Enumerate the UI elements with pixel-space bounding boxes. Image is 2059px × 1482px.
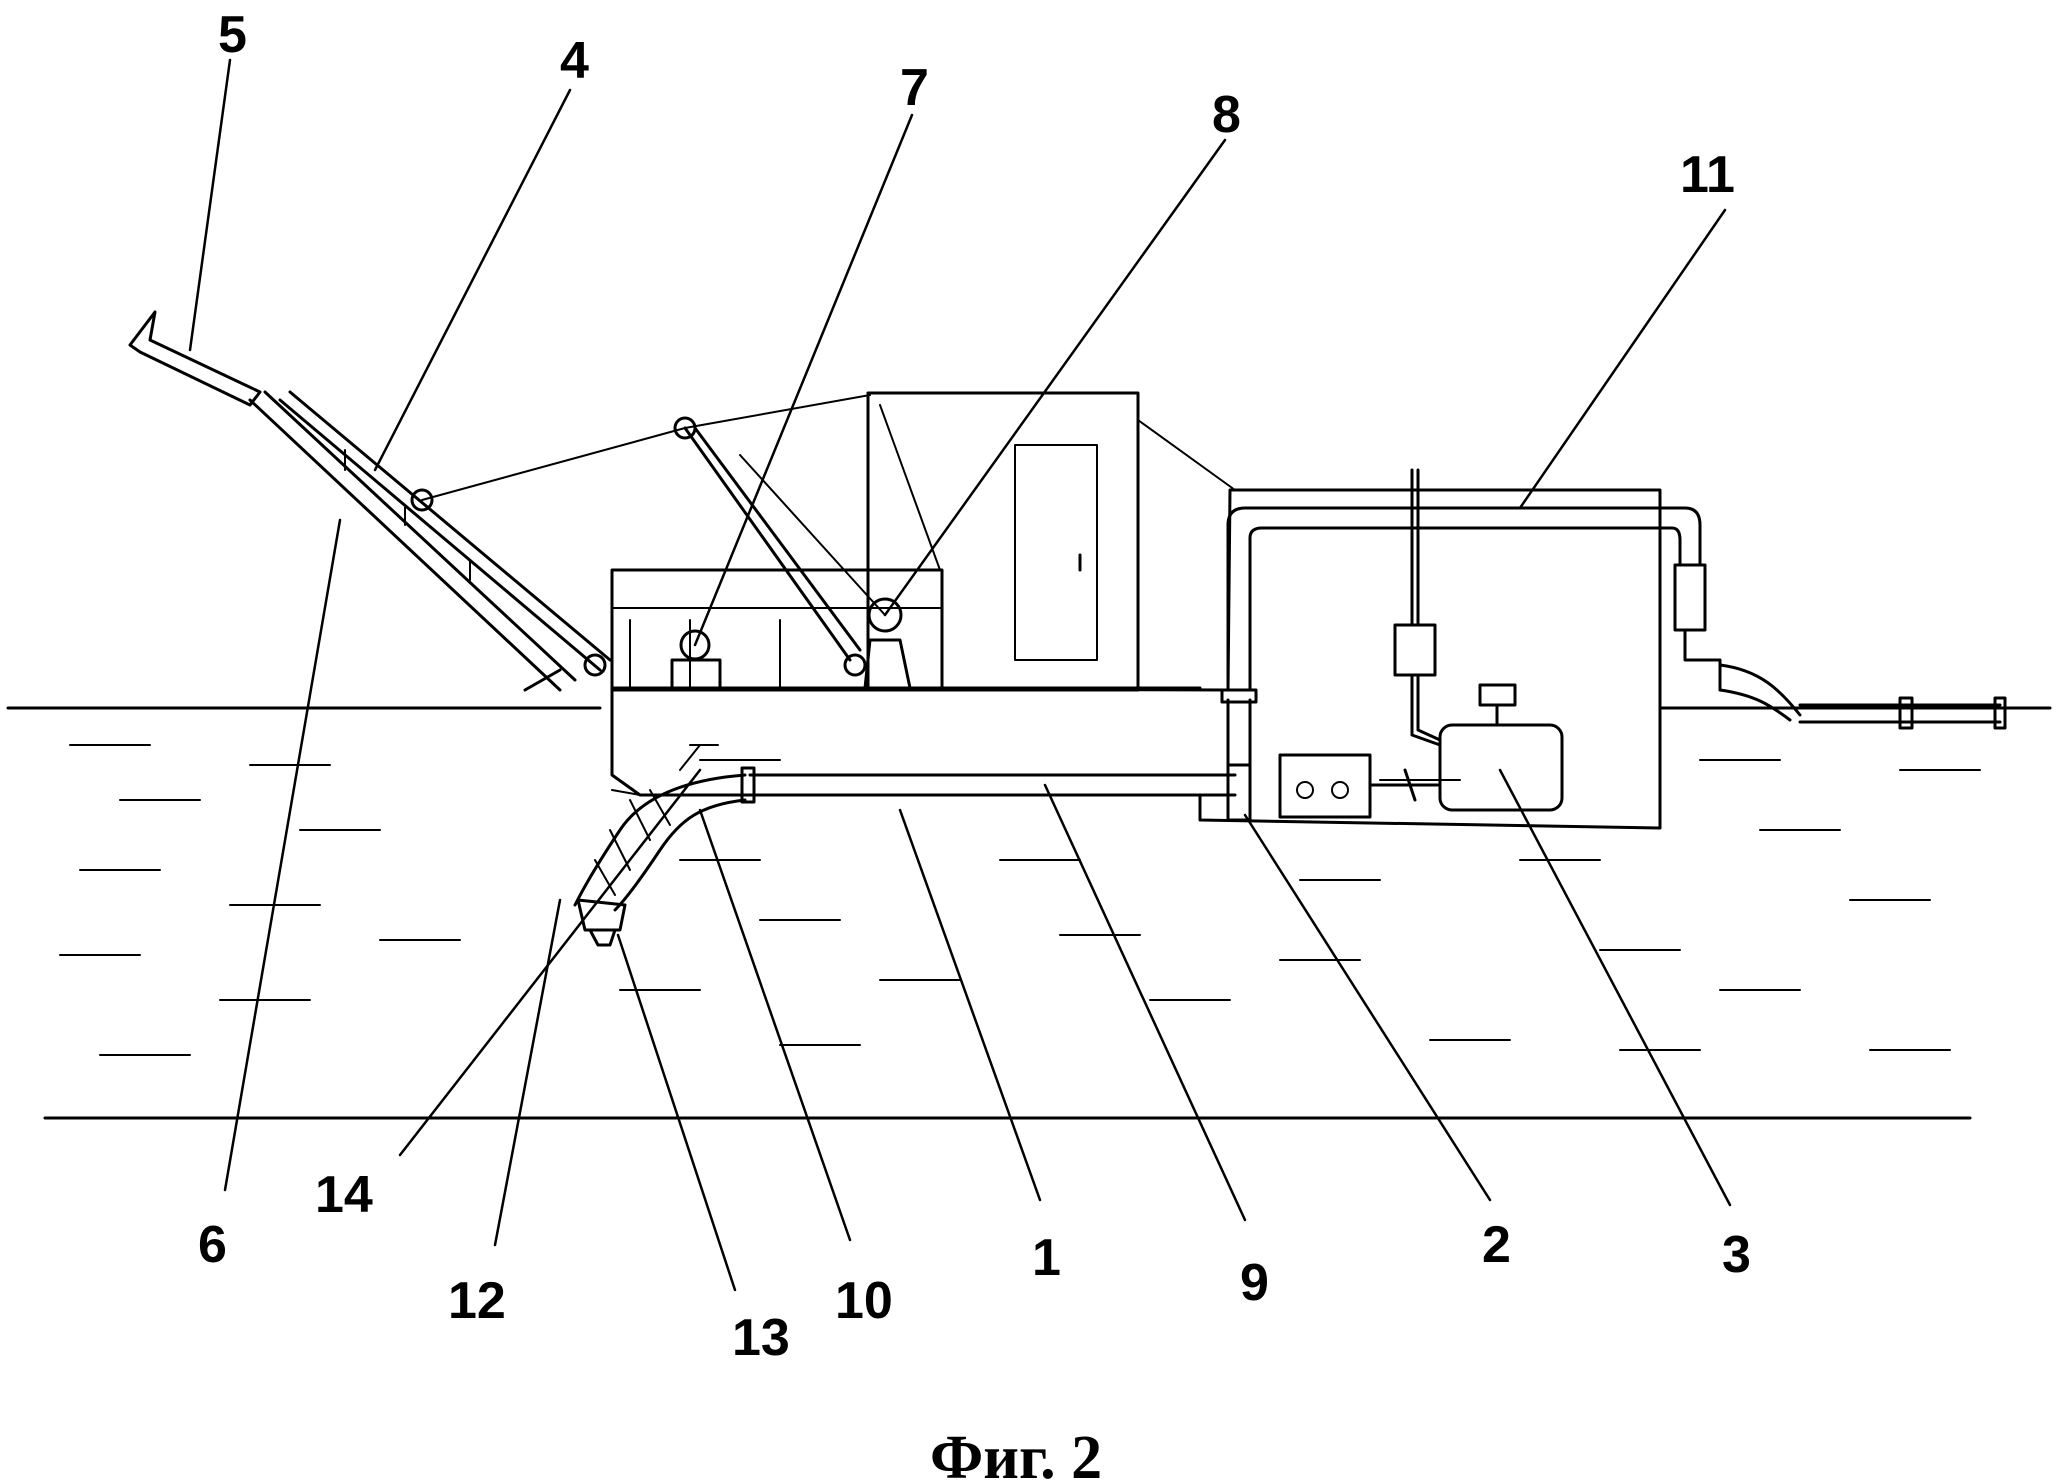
water-ripples bbox=[59, 744, 1981, 1056]
label-12: 12 bbox=[448, 1272, 506, 1330]
suction-pipe-9 bbox=[740, 766, 1237, 804]
winch-8 bbox=[843, 597, 912, 690]
engine-3 bbox=[1278, 468, 1564, 819]
label-13: 13 bbox=[732, 1309, 790, 1367]
chute-5 bbox=[128, 310, 262, 407]
winch-7 bbox=[670, 629, 722, 690]
discharge-pipe-11 bbox=[1226, 506, 2007, 730]
label-7: 7 bbox=[900, 59, 929, 117]
label-9: 9 bbox=[1240, 1254, 1269, 1312]
label-11: 11 bbox=[1680, 146, 1735, 204]
label-1: 1 bbox=[1032, 1229, 1061, 1287]
superstructure bbox=[610, 391, 1236, 692]
frame-6 bbox=[248, 390, 577, 692]
boom-frame bbox=[410, 394, 886, 662]
cabin-door bbox=[1014, 444, 1098, 661]
suction-hose-10 bbox=[573, 773, 747, 912]
label-14: 14 bbox=[315, 1166, 373, 1224]
label-2: 2 bbox=[1482, 1216, 1511, 1274]
label-6: 6 bbox=[198, 1216, 227, 1274]
figure-caption: Фиг. 2 bbox=[930, 1424, 1102, 1482]
leader-lines bbox=[188, 58, 1732, 1292]
label-4: 4 bbox=[560, 32, 589, 90]
label-5: 5 bbox=[218, 6, 247, 64]
conveyor-4 bbox=[278, 390, 612, 677]
pump-2 bbox=[1220, 688, 1258, 822]
label-8: 8 bbox=[1212, 86, 1241, 144]
label-3: 3 bbox=[1722, 1226, 1751, 1284]
label-10: 10 bbox=[835, 1272, 893, 1330]
water-body bbox=[6, 706, 2052, 1120]
